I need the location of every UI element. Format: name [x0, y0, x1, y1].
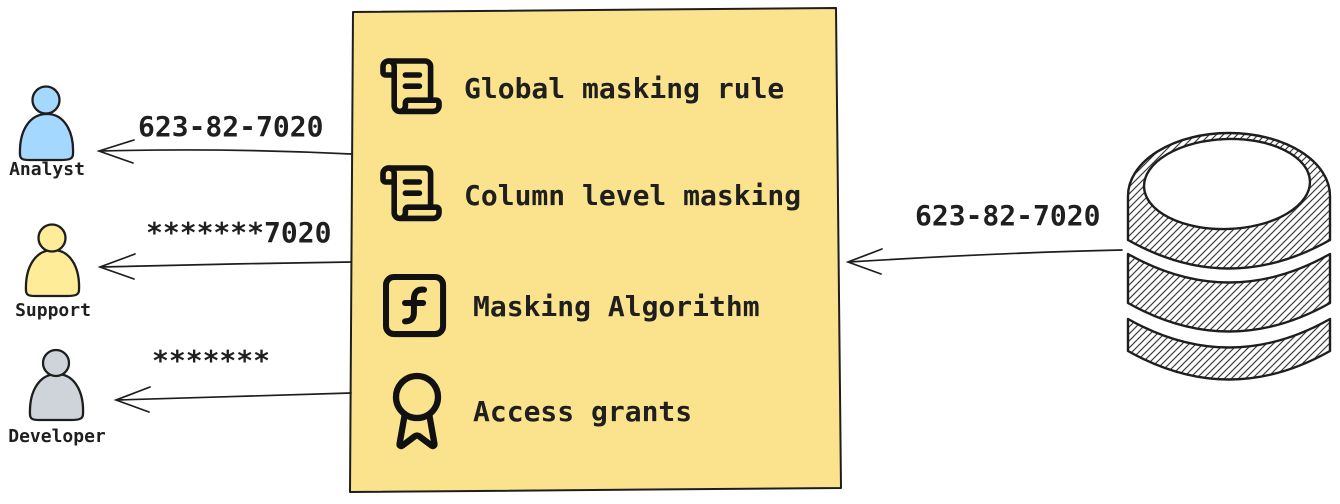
- analyst-value: 623-82-7020: [138, 110, 324, 143]
- support-person-icon: [24, 223, 81, 298]
- arrow-to-support: [97, 253, 352, 280]
- support-value: *******7020: [146, 216, 332, 249]
- feature-column-level-masking: Column level masking: [464, 179, 802, 212]
- analyst-label: Analyst: [9, 159, 85, 180]
- developer-person-icon: [28, 348, 85, 422]
- arrow-to-developer: [113, 386, 352, 413]
- feature-global-masking-rule: Global masking rule: [464, 72, 785, 105]
- database-source-value: 623-82-7020: [915, 199, 1101, 232]
- feature-access-grants: Access grants: [473, 395, 693, 428]
- developer-value: *******: [152, 344, 271, 377]
- function-square-icon: [382, 273, 447, 338]
- database-icon: [1126, 131, 1332, 381]
- masking-box: [349, 7, 842, 493]
- arrow-to-analyst: [96, 139, 352, 164]
- arrow-from-database: [845, 248, 1123, 275]
- support-label: Support: [15, 300, 91, 321]
- scroll-text-icon: [380, 165, 442, 222]
- developer-label: Developer: [8, 426, 106, 447]
- award-icon: [392, 372, 442, 450]
- scroll-text-icon: [380, 58, 442, 115]
- feature-masking-algorithm: Masking Algorithm: [473, 290, 760, 323]
- analyst-person-icon: [18, 85, 75, 162]
